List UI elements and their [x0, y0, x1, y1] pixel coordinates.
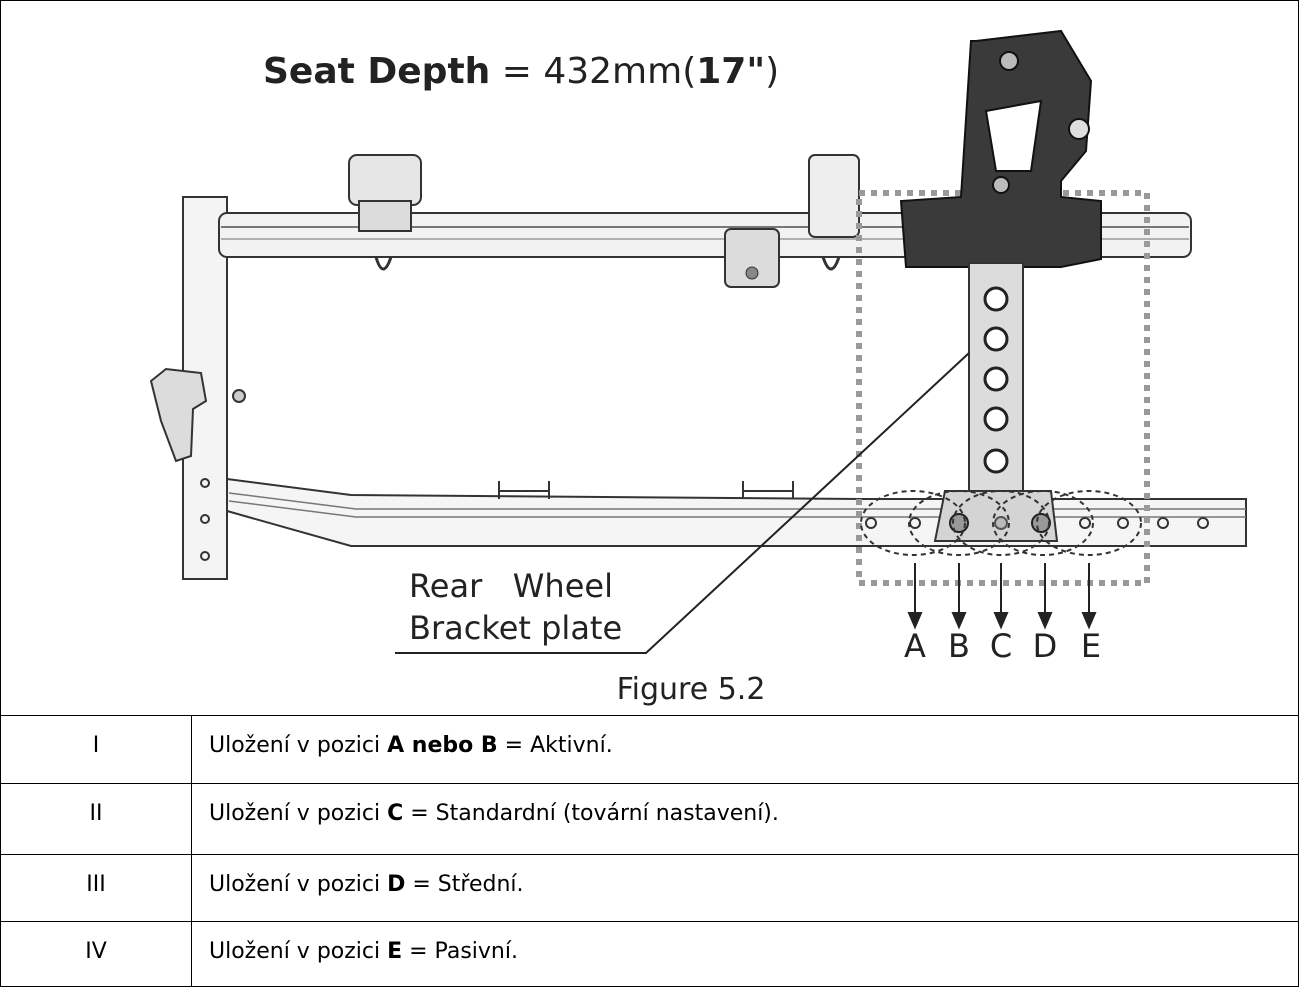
bracket-plate [933, 262, 1059, 542]
position-key: C [387, 801, 404, 826]
position-label-a: A [904, 627, 926, 665]
figure-caption: Figure 5.2 [617, 672, 766, 707]
position-key: A nebo B [387, 733, 498, 758]
table-row: III Uložení v pozici D = Střední. [1, 855, 1298, 922]
callout-label-line1: Rear Wheel [409, 567, 613, 605]
row-description: Uložení v pozici A nebo B = Aktivní. [209, 733, 613, 758]
wheelchair-frame-diagram: Seat Depth = 432mm(17") [149, 29, 1247, 707]
seat-clamp-2 [724, 228, 780, 288]
backrest-bracket [899, 29, 1102, 268]
position-label-b: B [948, 627, 970, 665]
row-number: II [1, 784, 192, 854]
figure-cell: Seat Depth = 432mm(17") [1, 1, 1298, 716]
position-label-c: C [990, 627, 1012, 665]
callout-leader-line [395, 352, 970, 654]
position-key: D [387, 872, 406, 897]
position-label-d: D [1033, 627, 1058, 665]
row-description: Uložení v pozici E = Pasivní. [209, 939, 518, 964]
position-ellipses [860, 490, 1142, 556]
position-key: E [387, 939, 403, 964]
front-clamp [149, 367, 246, 463]
table-row: II Uložení v pozici C = Standardní (tová… [1, 784, 1298, 855]
row-description: Uložení v pozici D = Střední. [209, 872, 524, 897]
seat-depth-title: Seat Depth = 432mm(17") [263, 51, 779, 92]
table-row: I Uložení v pozici A nebo B = Aktivní. [1, 716, 1298, 784]
row-number: III [1, 855, 192, 921]
row-description: Uložení v pozici C = Standardní (tovární… [209, 801, 779, 826]
table-row: IV Uložení v pozici E = Pasivní. [1, 922, 1298, 986]
seat-clamp-3 [808, 154, 860, 271]
position-arrows [907, 563, 1097, 630]
position-label-e: E [1081, 627, 1101, 665]
seat-clamp-1 [348, 154, 422, 271]
lower-tube [226, 477, 1247, 547]
row-number: IV [1, 922, 192, 986]
callout-label-line2: Bracket plate [409, 609, 622, 647]
row-number: I [1, 716, 192, 783]
